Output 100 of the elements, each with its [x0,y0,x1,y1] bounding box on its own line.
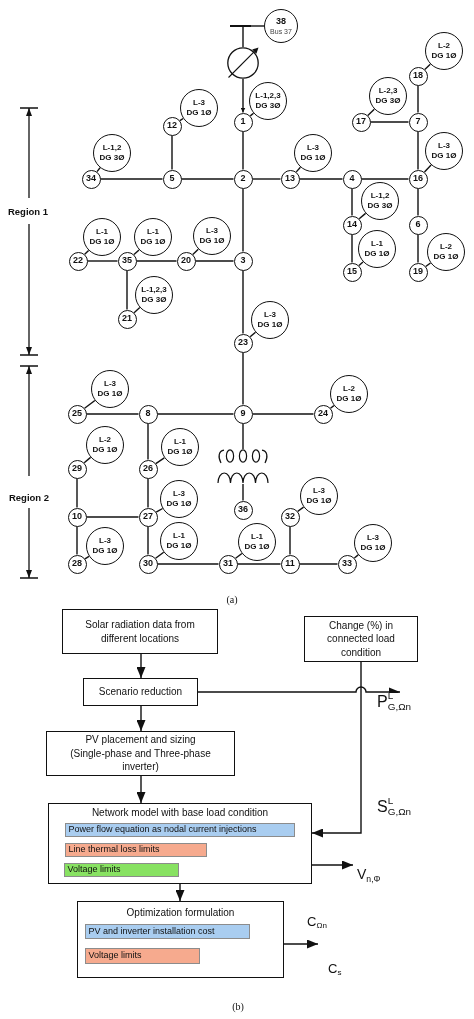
feeder-line [289,525,291,556]
region-label: Region 2 [8,493,50,503]
generator-circle [294,134,332,172]
bus-circle [233,404,253,424]
bus-circle [233,333,253,353]
bus-circle [138,459,158,479]
bus-circle [408,169,428,189]
region-label: Region 1 [7,207,49,217]
bus-circle [280,169,300,189]
bus-circle [68,251,88,271]
bus-circle [233,500,253,520]
bus-circle [408,262,428,282]
load-phase-label: L-3 [367,532,379,543]
bus-number: 23 [238,338,248,348]
generator-circle [300,477,338,515]
load-phase-label: L-1,2 [102,142,122,153]
bus-number: 16 [413,174,423,184]
connector-line [353,554,359,559]
load-phase-label: L-3 [438,140,450,151]
dg-rating-label: DG 1Ø [364,249,390,260]
connector-line [83,399,96,409]
feeder-line [298,178,344,180]
bus-circle [218,554,238,574]
connector-line [423,164,432,173]
box-heading: Optimization formulation [126,906,235,920]
load-phase-label: L-1,2 [370,190,390,201]
dg-rating-label: DG 1Ø [92,445,118,456]
arrow [175,883,185,902]
dg-rating-label: DG 1Ø [433,252,459,263]
dg-rating-label: DG 1Ø [244,542,270,553]
feeder-line [417,130,419,171]
dg-rating-label: DG 1Ø [306,496,332,507]
load-phase-label: L-2 [438,40,450,51]
load-phase-label: L-2 [343,383,355,394]
process-box [62,609,218,654]
box-heading: Network model with base load condition [91,806,269,820]
feeder-line [147,422,149,461]
constraint-bar [84,923,250,939]
dg-rating-label: DG 1Ø [97,389,123,400]
transformer-symbol [217,449,269,484]
connector-line [367,108,375,117]
generator-circle [358,230,396,268]
arrow [283,939,319,949]
bus-circle [117,251,137,271]
bus-number: 21 [122,314,132,324]
bus-circle [337,554,357,574]
process-box [83,678,198,706]
feeder-line [417,233,419,264]
dg-rating-label: DG 1Ø [360,543,386,554]
bus-number: 2 [240,174,246,184]
generator-circle [251,301,289,339]
load-phase-label: L-3 [307,142,319,153]
load-phase-label: L-1 [371,238,383,249]
connector-line [297,506,305,513]
load-phase-label: L-1 [174,436,186,447]
bus-circle [233,112,253,132]
dg-rating-label: DG 1Ø [431,151,457,162]
connector-line [249,112,255,117]
feeder-line [180,178,235,180]
generator-circle [427,233,465,271]
load-phase-label: L-2,3 [378,85,398,96]
generator-circle [249,82,287,120]
bus-circle [342,215,362,235]
bus-circle [176,251,196,271]
panel-caption: (a) [226,595,238,605]
dg-rating-label: DG 3Ø [255,101,281,112]
bus-number: 30 [143,559,153,569]
bus-number: 8 [145,409,151,419]
dg-rating-label: DG 3Ø [141,295,167,306]
bus-number: 19 [413,267,423,277]
generator-circle [425,32,463,70]
bus-circle [408,66,428,86]
feeder-line [99,178,164,180]
bus-number: 15 [347,267,357,277]
feeder-line [360,178,410,180]
connector-line [424,63,431,71]
constraint-bar [64,822,295,837]
bus-circle [81,169,101,189]
dg-rating-label: DG 1Ø [257,320,283,331]
constraint-text: Line thermal loss limits [68,845,160,854]
bus-number: 3 [240,256,246,266]
feeder-line [298,563,339,565]
load-phase-label: L-3 [206,225,218,236]
connector-line [84,249,90,255]
generator-circle [180,89,218,127]
connector-line [96,167,101,173]
process-box [77,901,284,978]
dg-rating-label: DG 1Ø [89,237,115,248]
constraint-text: Voltage limits [67,865,121,874]
feeder-line [351,187,353,217]
feeder-line [251,178,282,180]
bus-circle [408,112,428,132]
bus-number: 35 [122,256,132,266]
generator-circle [193,217,231,255]
arrow [240,78,246,114]
process-text: Scenario reduction [98,685,183,699]
bus-number: 13 [285,174,295,184]
feeder-line [251,413,315,415]
feeder-line [242,26,244,48]
constraint-text: PV and inverter installation cost [88,926,215,936]
